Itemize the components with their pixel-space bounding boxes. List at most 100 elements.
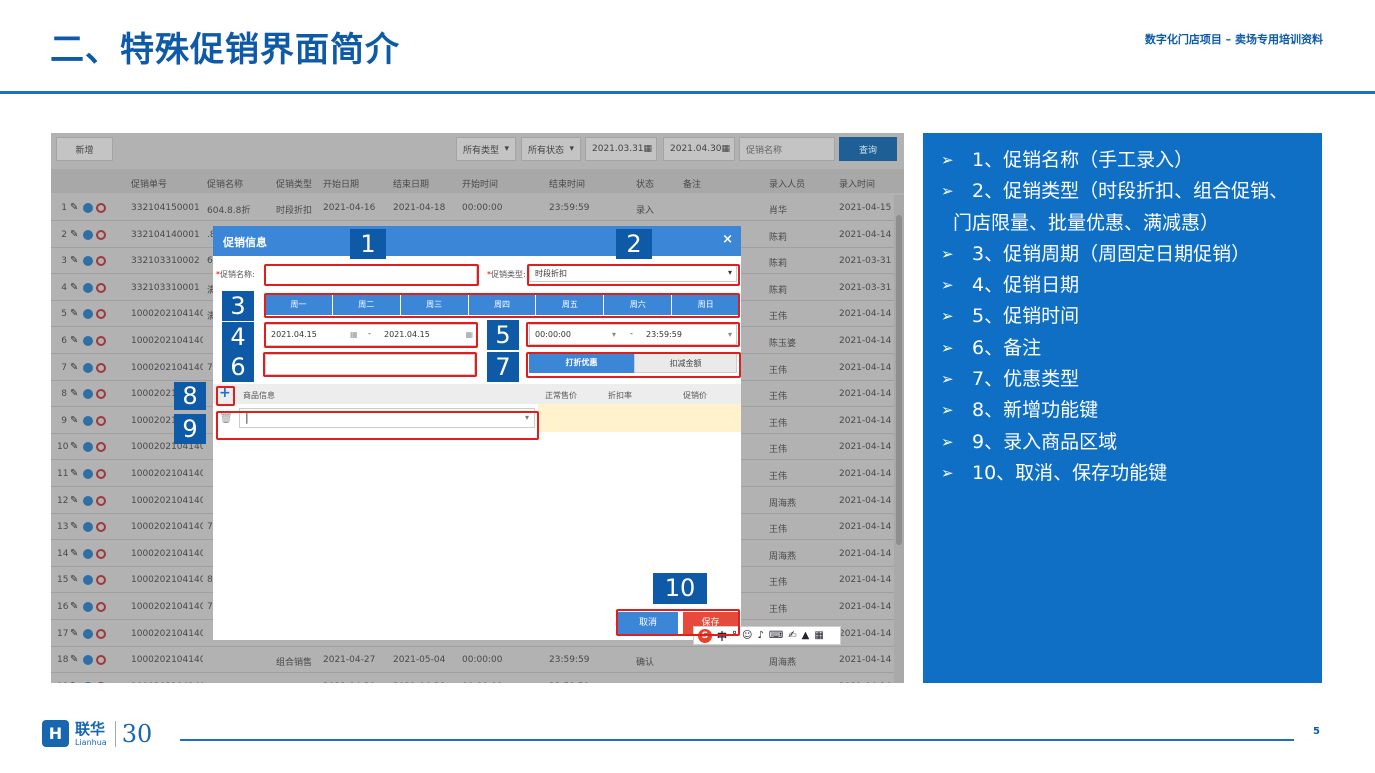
delete-icon[interactable] [96,203,106,213]
edit-icon[interactable]: ✎ [70,654,79,666]
edit-icon[interactable]: ✎ [70,547,79,559]
confirm-icon[interactable] [83,548,93,559]
type-select[interactable]: 所有类型▾ [456,137,516,161]
delete-icon[interactable] [96,256,106,267]
edit-icon[interactable]: ✎ [70,441,79,453]
edit-icon[interactable]: ✎ [70,521,79,533]
delete-icon[interactable] [96,628,106,639]
confirm-icon[interactable] [83,282,93,293]
delete-icon[interactable] [96,681,106,683]
confirm-icon[interactable] [83,415,93,426]
delete-icon[interactable] [96,362,106,373]
column-header[interactable]: 结束时间 [549,180,586,190]
table-row[interactable]: 19✎10002021041400...7折时段折扣2021-04-202021… [51,674,904,683]
edit-icon[interactable]: ✎ [70,627,79,639]
delete-icon[interactable] [96,229,106,240]
edit-icon[interactable]: ✎ [70,281,79,293]
ime-toolbar[interactable]: S 中 ° ☺ ♪ ⌨ ✍ ▲ ▦ [693,626,841,645]
keyboard-icon[interactable]: ⌨ [768,630,784,641]
delete-icon[interactable] [96,655,106,666]
edit-icon[interactable]: ✎ [70,361,79,373]
weekday-button[interactable]: 周五 [536,294,605,315]
column-header[interactable]: 录入人员 [769,180,806,190]
edit-icon[interactable]: ✎ [70,308,79,320]
confirm-icon[interactable] [83,203,93,213]
trash-icon[interactable]: 🗑 [219,411,233,424]
confirm-icon[interactable] [83,628,93,639]
scrollbar-thumb[interactable] [896,215,902,545]
delete-icon[interactable] [96,389,106,400]
close-icon[interactable]: × [722,232,733,247]
add-icon[interactable]: + [219,385,231,401]
edit-icon[interactable]: ✎ [70,335,79,346]
scrollbar[interactable] [894,195,904,683]
discount-tab[interactable]: 打折优惠 [529,353,634,373]
edit-icon[interactable]: ✎ [70,228,79,240]
delete-icon[interactable] [96,282,106,293]
confirm-icon[interactable] [83,362,93,373]
handwriting-icon[interactable]: ✍ [788,630,797,641]
edit-icon[interactable]: ✎ [70,681,80,683]
remarks-input[interactable] [265,354,475,375]
ime-lang-toggle[interactable]: 中 [717,632,727,643]
cancel-button[interactable]: 取消 [618,612,678,634]
confirm-icon[interactable] [83,469,93,479]
column-header[interactable]: 促销单号 [131,180,168,190]
confirm-icon[interactable] [83,442,93,453]
column-header[interactable]: 开始时间 [462,180,499,190]
weekday-button[interactable]: 周二 [333,294,401,315]
delete-icon[interactable] [96,442,106,453]
search-button[interactable]: 查询 [839,137,897,161]
edit-icon[interactable]: ✎ [70,601,79,612]
confirm-icon[interactable] [83,522,93,533]
skin-icon[interactable]: ▲ [801,630,810,641]
delete-icon[interactable] [96,469,106,479]
time-range-input[interactable]: 00:00:00 ▾ - 23:59:59 ▾ [529,324,737,345]
status-select[interactable]: 所有状态▾ [521,137,581,161]
column-header[interactable]: 备注 [683,180,702,190]
promo-name-search-input[interactable]: 促销名称 [739,137,835,161]
weekday-button[interactable]: 周四 [469,294,537,315]
weekday-selector[interactable]: 周一周二周三周四周五周六周日 [265,294,739,315]
confirm-icon[interactable] [83,681,93,683]
delete-icon[interactable] [96,602,106,612]
confirm-icon[interactable] [83,575,93,586]
edit-icon[interactable]: ✎ [70,574,79,586]
column-header[interactable]: 结束日期 [393,180,430,190]
confirm-icon[interactable] [83,495,93,506]
edit-icon[interactable]: ✎ [70,414,79,426]
delete-icon[interactable] [96,575,106,586]
column-header[interactable]: 促销名称 [207,180,244,190]
date-from-input[interactable]: 2021.03.31▦ [585,137,657,161]
weekday-button[interactable]: 周三 [401,294,469,315]
date-to-input[interactable]: 2021.04.30▦ [663,137,735,161]
new-button[interactable]: 新增 [56,137,113,161]
confirm-icon[interactable] [83,655,93,666]
column-header[interactable]: 录入时间 [839,180,876,190]
edit-icon[interactable]: ✎ [70,388,79,400]
confirm-icon[interactable] [83,256,93,267]
column-header[interactable]: 促销类型 [276,180,313,190]
column-header[interactable]: 状态 [636,180,655,190]
column-header[interactable]: 开始日期 [323,180,360,190]
weekday-button[interactable]: 周六 [604,294,673,315]
delete-icon[interactable] [96,309,106,320]
confirm-icon[interactable] [83,389,93,400]
goods-select-input[interactable]: | ▾ [239,408,535,428]
microphone-icon[interactable]: ♪ [757,630,764,641]
table-row[interactable]: 18✎10002021041400...组合销售2021-04-272021-0… [51,647,904,674]
date-range-input[interactable]: 2021.04.15 ▦ - 2021.04.15 ▦ [265,324,477,346]
edit-icon[interactable]: ✎ [70,468,79,479]
delete-icon[interactable] [96,522,106,533]
edit-icon[interactable]: ✎ [70,202,79,213]
confirm-icon[interactable] [83,336,93,346]
confirm-icon[interactable] [83,229,93,240]
weekday-button[interactable]: 周一 [265,294,333,315]
toolbox-icon[interactable]: ▦ [814,630,824,641]
confirm-icon[interactable] [83,309,93,320]
delete-icon[interactable] [96,548,106,559]
delete-icon[interactable] [96,495,106,506]
delete-icon[interactable] [96,415,106,426]
edit-icon[interactable]: ✎ [70,494,79,506]
